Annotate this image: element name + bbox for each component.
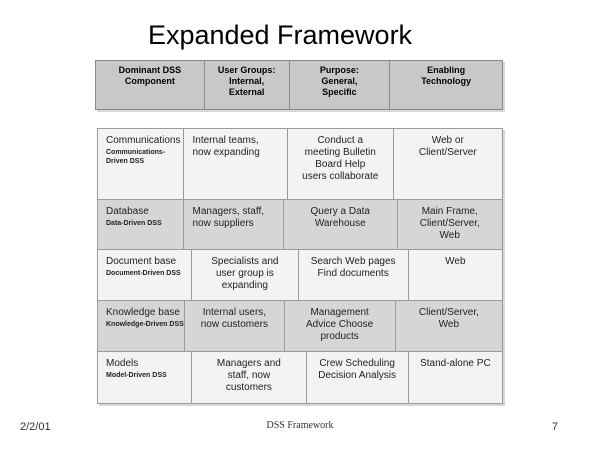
table-row: Database Data-Driven DSS Managers, staff… <box>98 200 502 250</box>
framework-table: Communications Communications-Driven DSS… <box>97 128 503 404</box>
users-cell: Internal teams, now expanding <box>184 129 288 199</box>
table-row: Models Model-Driven DSS Managers and sta… <box>98 352 502 403</box>
component-cell: Communications Communications-Driven DSS <box>98 129 184 199</box>
slide-title: Expanded Framework <box>147 20 413 50</box>
users-cell: Managers, staff, now suppliers <box>184 200 284 249</box>
technology-cell: Main Frame, Client/Server, Web <box>419 206 480 241</box>
component-cell: Models Model-Driven DSS <box>98 352 193 403</box>
component-subtype: Knowledge-Driven DSS <box>106 321 184 328</box>
footer-date: 2/2/01 <box>20 421 51 433</box>
purpose-cell: Management Advice Choose products <box>285 301 396 351</box>
component-cell: Knowledge base Knowledge-Driven DSS <box>98 301 186 351</box>
table-row: Document base Document-Driven DSS Specia… <box>98 250 502 301</box>
component-name: Knowledge base <box>106 307 180 318</box>
component-name: Models <box>106 358 139 369</box>
component-subtype: Data-Driven DSS <box>106 220 162 227</box>
component-name: Document base <box>106 256 177 267</box>
page-number: 7 <box>551 421 558 433</box>
purpose-cell: Query a Data Warehouse <box>284 200 398 249</box>
users-cell: Internal users, now customers <box>185 301 285 351</box>
component-subtype: Document-Driven DSS <box>106 270 181 277</box>
header-technology: Enabling Technology <box>421 65 472 86</box>
technology-cell: Stand-alone PC <box>420 358 491 369</box>
table-row: Communications Communications-Driven DSS… <box>98 129 502 200</box>
technology-cell: Client/Server, Web <box>418 307 479 330</box>
purpose-cell: Crew Scheduling Decision Analysis <box>307 352 409 403</box>
component-subtype: Communications-Driven DSS <box>106 149 166 165</box>
component-cell: Database Data-Driven DSS <box>98 200 184 249</box>
table-row: Knowledge base Knowledge-Driven DSS Inte… <box>98 301 502 352</box>
table-header: Dominant DSS Component User Groups: Inte… <box>95 60 503 110</box>
component-subtype: Model-Driven DSS <box>106 372 167 379</box>
purpose-cell: Conduct a meeting Bulletin Board Help us… <box>288 129 394 199</box>
footer-title: DSS Framework <box>266 420 334 431</box>
users-cell: Managers and staff, now customers <box>192 352 307 403</box>
users-cell: Specialists and user group is expanding <box>192 250 299 300</box>
component-cell: Document base Document-Driven DSS <box>98 250 193 300</box>
component-name: Communications <box>106 135 181 146</box>
header-user-groups: User Groups: Internal, External <box>205 61 290 109</box>
header-component: Dominant DSS Component <box>96 61 205 109</box>
header-purpose: Purpose: General, Specific <box>290 61 391 109</box>
purpose-cell: Search Web pages Find documents <box>299 250 409 300</box>
technology-cell: Web or Client/Server <box>418 135 477 158</box>
technology-cell: Web <box>445 256 466 267</box>
component-name: Database <box>106 206 149 217</box>
